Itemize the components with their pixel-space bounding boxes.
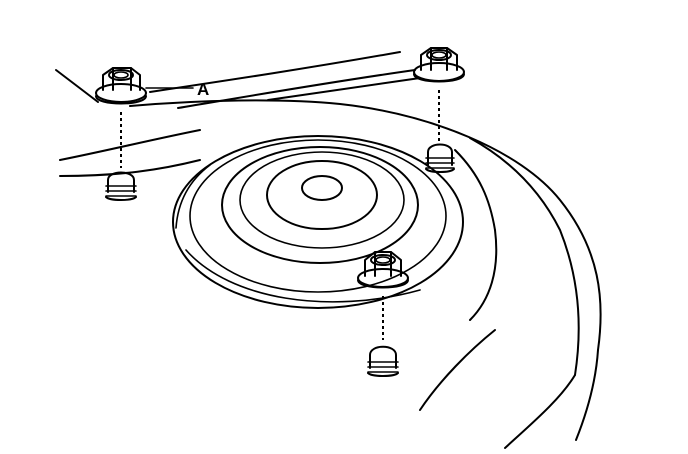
mounting-stud-b <box>425 143 455 173</box>
flange-nut-a <box>95 67 147 105</box>
body-panel <box>55 51 602 449</box>
mounting-stud-c <box>367 345 399 377</box>
callout-a-label: A <box>197 80 209 99</box>
strut-tower-top <box>172 135 464 309</box>
callout-a: A <box>145 80 209 99</box>
mounting-stud-a <box>105 171 137 201</box>
flange-nut-c <box>357 251 409 289</box>
flange-nut-b <box>413 47 465 83</box>
